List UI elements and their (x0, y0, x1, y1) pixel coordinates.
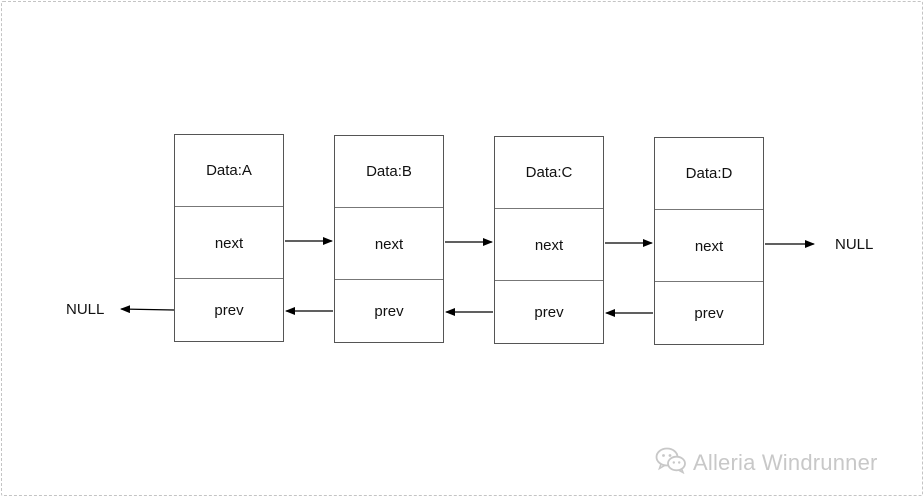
node-a: Data:A next prev (174, 134, 284, 342)
watermark: Alleria Windrunner (655, 446, 878, 480)
node-data-field: Data:B (366, 163, 412, 180)
node-prev-field: prev (655, 281, 763, 345)
node-next-field: next (655, 209, 763, 282)
node-prev-field: prev (335, 279, 443, 343)
node-prev-field: prev (495, 280, 603, 344)
node-data-field: Data:D (685, 165, 733, 182)
node-b: Data:B next prev (334, 135, 444, 343)
node-next-field: next (335, 207, 443, 280)
watermark-text: Alleria Windrunner (693, 450, 878, 475)
node-d: Data:D next prev (654, 137, 764, 345)
null-label-right: NULL (835, 236, 874, 253)
node-prev-field: prev (175, 278, 283, 342)
node-next-field: next (495, 208, 603, 281)
node-c: Data:C next prev (494, 136, 604, 344)
node-data-field: Data:C (525, 164, 573, 181)
wechat-icon (655, 446, 693, 480)
prev-arrow-a-to-null (120, 305, 175, 314)
node-next-field: next (175, 206, 283, 279)
null-label-left: NULL (66, 301, 105, 318)
node-data-field: Data:A (206, 162, 252, 179)
